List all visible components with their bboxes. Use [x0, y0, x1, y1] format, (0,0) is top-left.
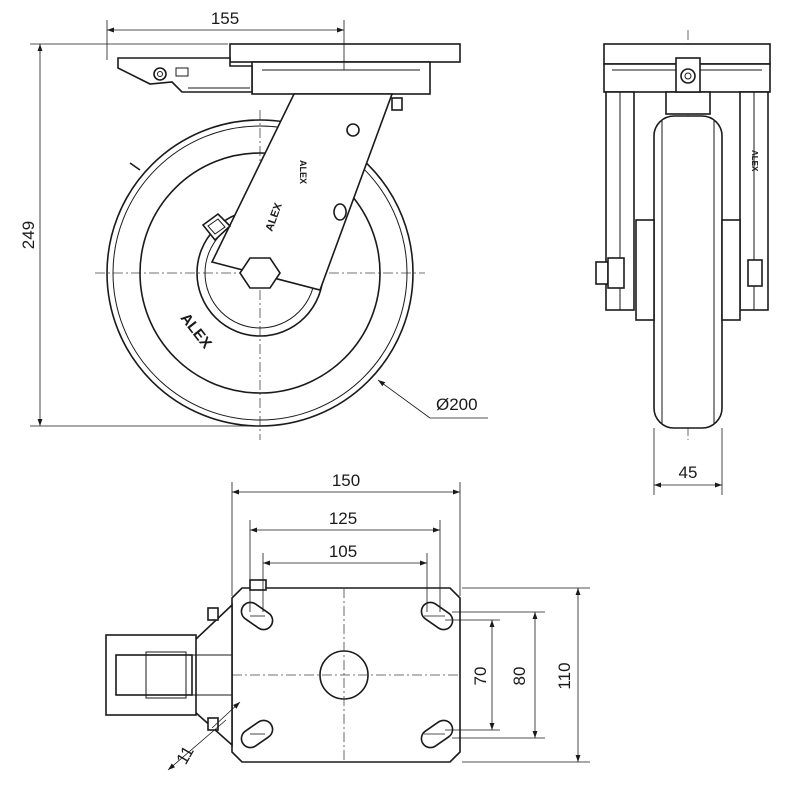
- dimension-70: 70: [445, 619, 500, 731]
- dim-label-155: 155: [211, 9, 239, 28]
- bolt-slot-bottom-left: [240, 719, 274, 749]
- dim-label-110: 110: [555, 662, 574, 689]
- front-view: ALEX 45: [595, 30, 771, 495]
- dimension-155: 155: [106, 9, 345, 70]
- dim-label-45: 45: [679, 463, 698, 482]
- dim-label-diameter: Ø200: [436, 395, 478, 414]
- wheel: [106, 119, 414, 427]
- dimension-110: 110: [462, 587, 590, 763]
- top-view: 150 125 105 70 80: [105, 471, 590, 771]
- dimension-diameter-200: Ø200: [377, 379, 488, 419]
- axle-nuts-front: [595, 257, 763, 289]
- dim-label-125: 125: [329, 509, 357, 528]
- fork-top: [105, 603, 233, 747]
- dim-label-70: 70: [471, 667, 490, 686]
- dimension-125: 125: [249, 509, 441, 612]
- dimension-150: 150: [231, 471, 461, 596]
- brake-lever: [117, 57, 253, 93]
- dim-label-80: 80: [510, 667, 529, 686]
- fork-arm: ALEX ALEX: [210, 93, 403, 291]
- bolt-slot-top-left: [240, 601, 274, 631]
- svg-text:ALEX: ALEX: [750, 150, 759, 172]
- dim-label-11: 11: [173, 743, 198, 768]
- dimension-45: 45: [653, 428, 723, 495]
- wheel-brand-label: ALEX: [177, 310, 215, 352]
- dimension-80: 80: [452, 611, 545, 739]
- mounting-plate-side: [229, 43, 461, 95]
- axle-nut: [239, 257, 281, 289]
- bolt-slot-top-right: [420, 601, 454, 631]
- brake-pad: [201, 212, 232, 242]
- dimension-249: 249: [19, 43, 258, 427]
- side-view: ALEX ALEX ALEX 155 249: [19, 9, 488, 440]
- dimension-105: 105: [262, 542, 428, 612]
- dim-label-249: 249: [19, 221, 38, 249]
- bolt-slot-bottom-right: [420, 719, 454, 749]
- wheel-front: [653, 115, 723, 429]
- svg-text:ALEX: ALEX: [298, 160, 308, 184]
- dim-label-105: 105: [329, 542, 357, 561]
- dim-label-150: 150: [332, 471, 360, 490]
